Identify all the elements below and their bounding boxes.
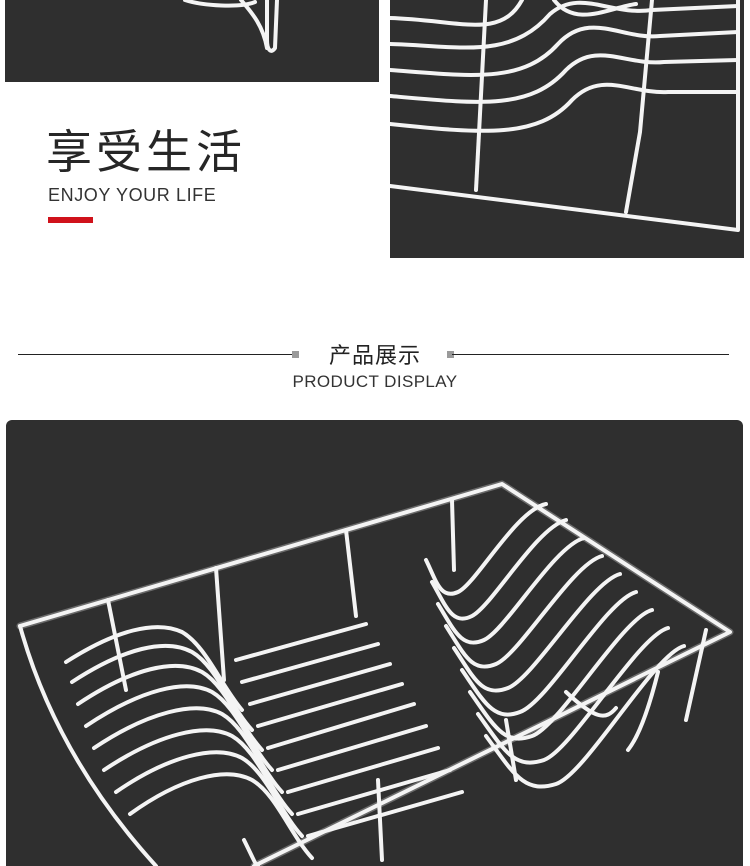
- accent-bar: [48, 217, 93, 223]
- section-subtitle: PRODUCT DISPLAY: [292, 372, 458, 391]
- divider-dot-right: [447, 351, 454, 358]
- lifestyle-title: 享受生活: [46, 125, 246, 179]
- lifestyle-subtitle: ENJOY YOUR LIFE: [48, 185, 217, 205]
- divider-line-right: [452, 354, 729, 355]
- divider-dot-left: [292, 351, 299, 358]
- product-photo-closeup: [390, 0, 744, 258]
- section-title: 产品展示: [328, 344, 421, 369]
- divider-line-left: [18, 354, 292, 355]
- product-photo-main: [6, 420, 743, 866]
- product-photo-feet: [5, 0, 379, 82]
